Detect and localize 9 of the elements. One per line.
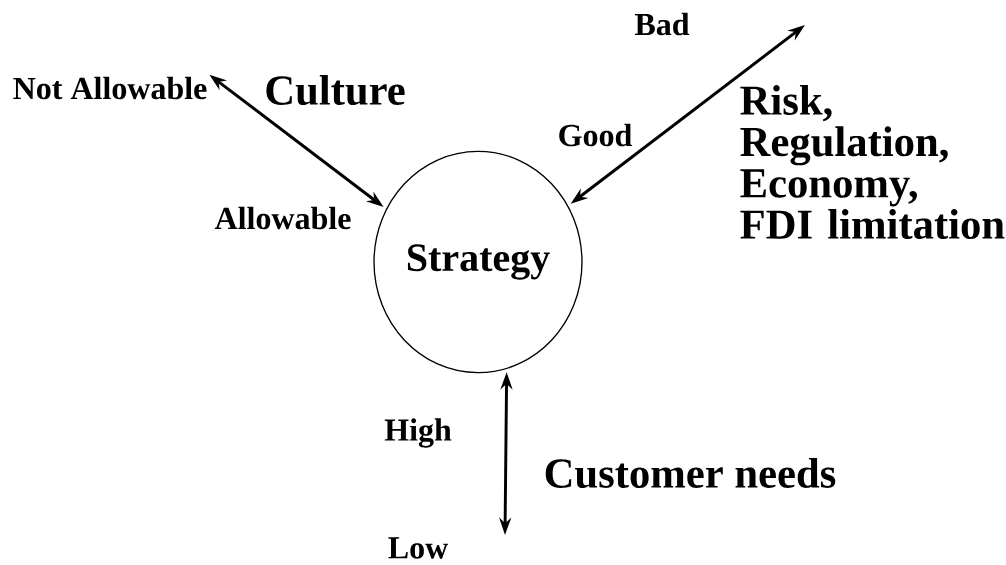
end-label: Not Allowable bbox=[13, 76, 207, 100]
factor-label: Risk, Regulation, Economy, FDI limitation bbox=[740, 85, 1005, 239]
end-label: High bbox=[384, 418, 452, 448]
factor-label: Customer needs bbox=[545, 457, 836, 489]
end-label: Bad bbox=[634, 12, 690, 36]
end-label: Allowable bbox=[214, 206, 351, 230]
end-label: Low bbox=[388, 537, 449, 559]
factor-label: Culture bbox=[266, 74, 405, 106]
end-label: Good bbox=[559, 123, 632, 147]
